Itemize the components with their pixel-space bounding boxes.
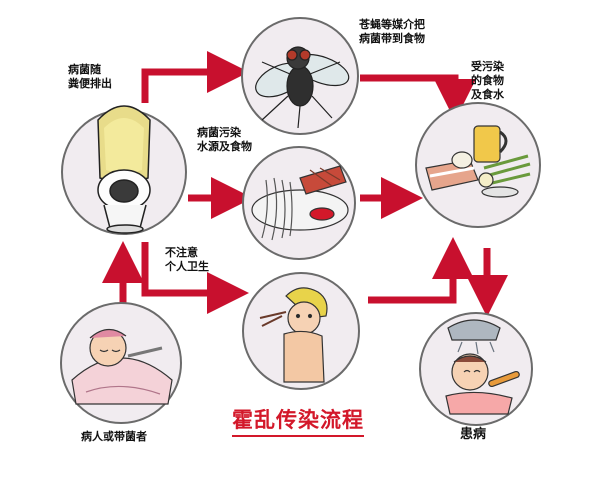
contaminated-food-label: 受污染 的食物 及食水 [471,60,504,101]
water-food-label: 病菌污染 水源及食物 [197,126,252,153]
carrier-label: 病人或带菌者 [81,430,147,443]
arrow-toilet-to-hygiene [141,242,249,314]
child-icon [259,287,328,383]
noodles-icon [251,165,349,241]
fly-icon [255,46,350,129]
flow-arrows [102,51,508,317]
arrow-fly-to-food [360,74,476,121]
toilet-label: 病菌随 粪便排出 [68,63,112,90]
fly-label: 苍蝇等媒介把 病菌带到食物 [359,18,425,45]
patient-icon [445,319,520,415]
arrow-toilet-to-fly [141,51,249,103]
diagram-title: 霍乱传染流程 [232,404,364,437]
hygiene-label: 不注意 个人卫生 [165,246,209,273]
arrow-hygiene-to-food [368,237,474,304]
toilet-icon [97,105,151,234]
patient-label: 患病 [460,427,487,442]
food-icon [425,125,531,198]
sick-person-icon [71,328,173,405]
